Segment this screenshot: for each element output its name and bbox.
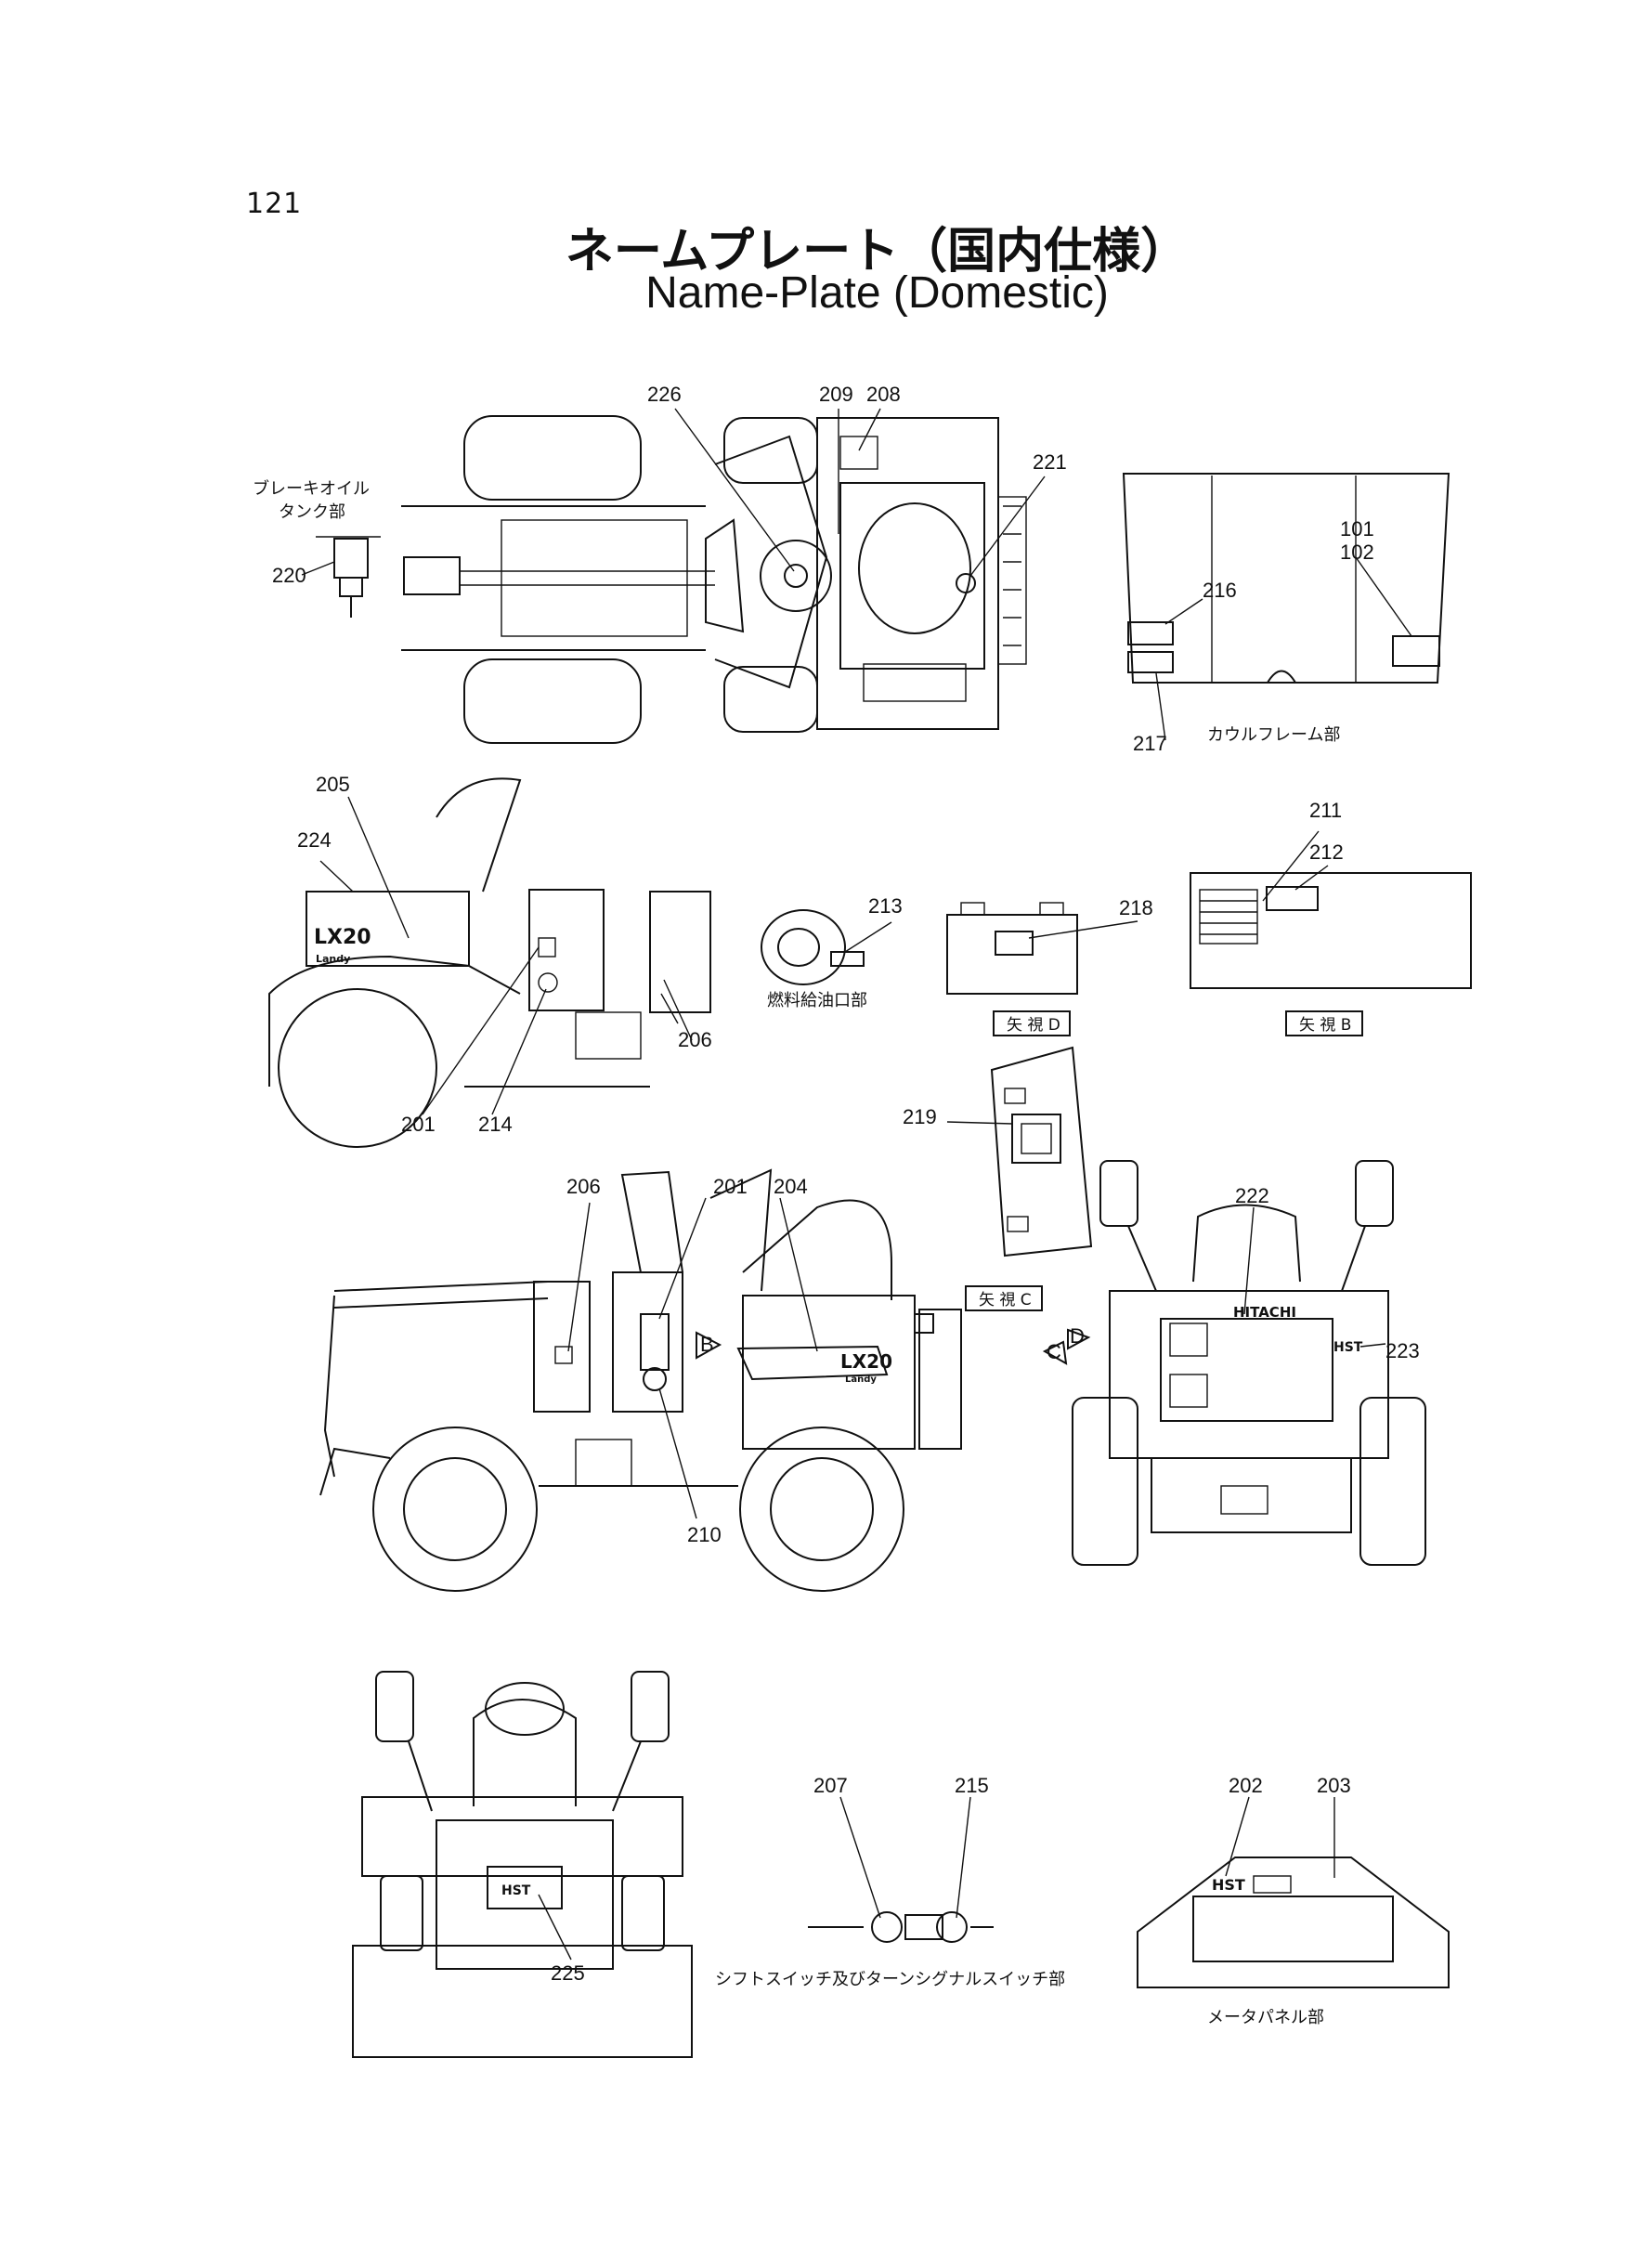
callout-206-side-view: 206 <box>566 1175 601 1198</box>
side-view-model-decal: LX20 <box>840 1350 892 1373</box>
callout-225: 225 <box>551 1961 585 1985</box>
arrow-b-marker: B <box>700 1333 714 1356</box>
callout-204: 204 <box>774 1175 808 1198</box>
callout-207: 207 <box>813 1774 848 1797</box>
callout-205: 205 <box>316 773 350 796</box>
view-b-label: 矢 視 B <box>1299 1016 1351 1035</box>
cowl-frame-label: カウルフレーム部 <box>1207 725 1340 745</box>
shift-switch-detail: シフトスイッチ及びターンシグナルスイッチ部 <box>715 1911 1065 1989</box>
callout-206-side-detail: 206 <box>678 1028 712 1051</box>
callout-201-side-view: 201 <box>713 1175 748 1198</box>
callout-226: 226 <box>647 383 682 406</box>
callout-numbers: 226 209 208 221 220 101 102 216 217 205 … <box>272 383 1420 1985</box>
callout-214: 214 <box>478 1113 513 1136</box>
callout-212: 212 <box>1309 840 1344 864</box>
rear-view-loader: HITACHI HST C D <box>1042 1160 1426 1566</box>
arrow-d-marker: D <box>1070 1324 1085 1348</box>
view-c-label: 矢 視 C <box>979 1291 1032 1309</box>
rear-maker-decal: HITACHI <box>1233 1304 1296 1321</box>
front-view-loader: HST <box>352 1671 693 2058</box>
callout-209: 209 <box>819 383 853 406</box>
callout-219: 219 <box>903 1105 937 1128</box>
side-view-loader: LX20 Landy B <box>319 1168 962 1592</box>
fuel-port-label: 燃料給油口部 <box>767 991 867 1010</box>
front-hst-decal: HST <box>501 1883 531 1898</box>
callout-216: 216 <box>1203 579 1237 602</box>
brake-oil-tank-detail: ブレーキオイル タンク部 <box>253 478 381 618</box>
callout-101: 101 <box>1340 517 1374 541</box>
side-model-decal: LX20 <box>314 926 371 949</box>
meter-hst-decal: HST <box>1212 1876 1245 1894</box>
callout-223: 223 <box>1385 1339 1420 1362</box>
side-view-submodel-decal: Landy <box>845 1375 877 1385</box>
callout-221: 221 <box>1033 450 1067 474</box>
callout-202: 202 <box>1229 1774 1263 1797</box>
shift-switch-label: シフトスイッチ及びターンシグナルスイッチ部 <box>715 1970 1065 1989</box>
cowl-frame-detail: カウルフレーム部 <box>1122 473 1450 745</box>
side-detail-view: LX20 Landy <box>268 777 711 1148</box>
brake-tank-label-2: タンク部 <box>279 502 345 522</box>
callout-224: 224 <box>297 828 332 852</box>
page-title-japanese: ネームプレート（国内仕様） <box>565 224 1190 280</box>
callout-208: 208 <box>866 383 901 406</box>
callout-201-side-detail: 201 <box>401 1113 436 1136</box>
callout-218: 218 <box>1119 896 1153 919</box>
box-view-b: 矢 視 B <box>1190 872 1472 1036</box>
view-d-label: 矢 視 D <box>1007 1016 1060 1035</box>
brake-tank-label-1: ブレーキオイル <box>253 478 370 499</box>
callout-222: 222 <box>1235 1184 1269 1207</box>
callout-210: 210 <box>687 1523 722 1546</box>
callout-203: 203 <box>1317 1774 1351 1797</box>
side-submodel-decal: Landy <box>316 953 350 965</box>
callout-211: 211 <box>1309 799 1342 822</box>
callout-leaders <box>301 408 1412 1961</box>
callout-217: 217 <box>1133 732 1167 755</box>
page-title-english: Name-Plate (Domestic) <box>645 268 1109 318</box>
meter-panel-detail: HST メータパネル部 <box>1137 1857 1450 2027</box>
top-view-loader <box>401 415 1027 744</box>
arrow-c-marker: C <box>1047 1340 1061 1363</box>
page-number: 121 <box>246 188 303 220</box>
panel-view-c: 矢 視 C <box>965 1046 1093 1311</box>
callout-220: 220 <box>272 564 306 587</box>
callout-215: 215 <box>955 1774 989 1797</box>
meter-panel-label: メータパネル部 <box>1207 2008 1324 2027</box>
callout-102: 102 <box>1340 541 1374 564</box>
battery-view-d: 矢 視 D <box>946 902 1078 1036</box>
callout-213: 213 <box>868 894 903 918</box>
fuel-port-detail: 燃料給油口部 <box>761 909 867 1010</box>
rear-hst-decal: HST <box>1333 1340 1363 1355</box>
